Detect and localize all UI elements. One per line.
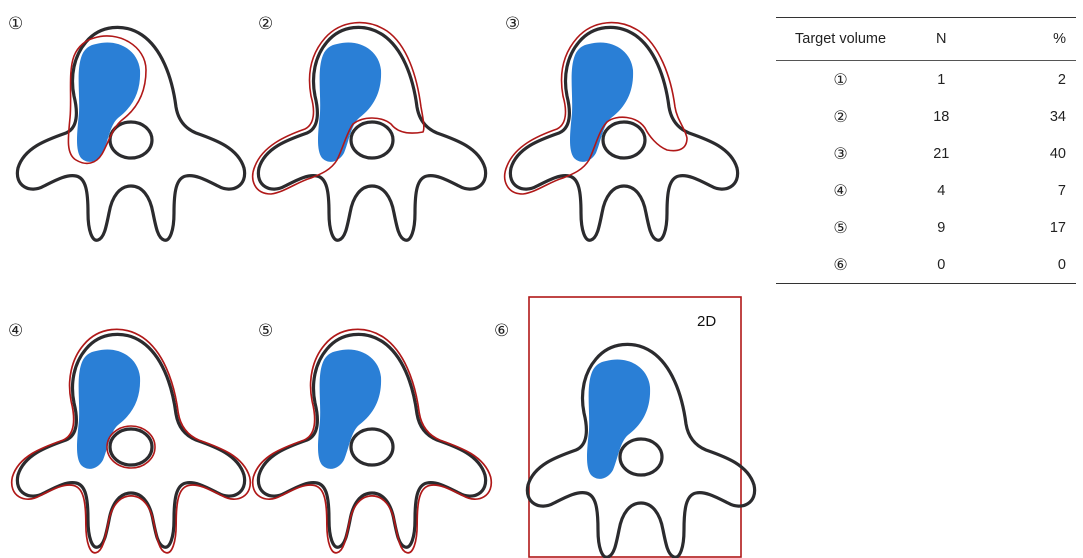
- panel-6-tumor: [587, 359, 650, 478]
- panel-3-number: ③: [505, 14, 520, 34]
- panel-5-tumor: [318, 349, 381, 468]
- row-percent: 7: [977, 172, 1076, 209]
- panel-2-tumor: [318, 42, 381, 161]
- table-header-row: Target volume N %: [776, 18, 1076, 61]
- panel-4-number: ④: [8, 321, 23, 341]
- row-target-volume: ④: [776, 172, 905, 209]
- panel-5-number: ⑤: [258, 321, 273, 341]
- row-percent: 40: [977, 135, 1076, 172]
- table-row: ② 18 34: [776, 98, 1076, 135]
- table-row: ④ 4 7: [776, 172, 1076, 209]
- panel-4-vertebra: [12, 329, 251, 552]
- panel-6-vertebra: [527, 344, 754, 557]
- panel-3-tumor: [570, 42, 633, 161]
- row-target-volume: ⑥: [776, 246, 905, 284]
- row-target-volume: ②: [776, 98, 905, 135]
- row-target-volume: ⑤: [776, 209, 905, 246]
- table-row: ① 1 2: [776, 61, 1076, 99]
- header-n: N: [905, 18, 977, 61]
- target-volume-table-container: Target volume N % ① 1 2 ② 18 34 ③ 21 40: [776, 17, 1076, 284]
- row-n: 1: [905, 61, 977, 99]
- row-percent: 17: [977, 209, 1076, 246]
- panel-6-number: ⑥: [494, 321, 509, 341]
- row-n: 4: [905, 172, 977, 209]
- header-target-volume: Target volume: [776, 18, 905, 61]
- target-volume-diagram: ① ② ③ ④ ⑤ ⑥ 2D: [0, 0, 760, 558]
- panel-4-tumor: [77, 349, 140, 468]
- panel-1-vertebra: [17, 27, 244, 240]
- row-target-volume: ③: [776, 135, 905, 172]
- row-target-volume: ①: [776, 61, 905, 99]
- row-percent: 0: [977, 246, 1076, 284]
- table-row: ⑤ 9 17: [776, 209, 1076, 246]
- panel-3-vertebra: [505, 23, 738, 241]
- row-percent: 34: [977, 98, 1076, 135]
- row-n: 0: [905, 246, 977, 284]
- panel-2-vertebra: [253, 23, 486, 241]
- panel-1-number: ①: [8, 14, 23, 34]
- table-row: ③ 21 40: [776, 135, 1076, 172]
- target-volume-table: Target volume N % ① 1 2 ② 18 34 ③ 21 40: [776, 17, 1076, 284]
- table-row: ⑥ 0 0: [776, 246, 1076, 284]
- panel-1-tumor: [77, 42, 140, 161]
- row-percent: 2: [977, 61, 1076, 99]
- row-n: 9: [905, 209, 977, 246]
- panel-5-vertebra: [253, 329, 492, 552]
- row-n: 21: [905, 135, 977, 172]
- panel-2-number: ②: [258, 14, 273, 34]
- row-n: 18: [905, 98, 977, 135]
- header-percent: %: [977, 18, 1076, 61]
- panel-6-label: 2D: [697, 313, 716, 330]
